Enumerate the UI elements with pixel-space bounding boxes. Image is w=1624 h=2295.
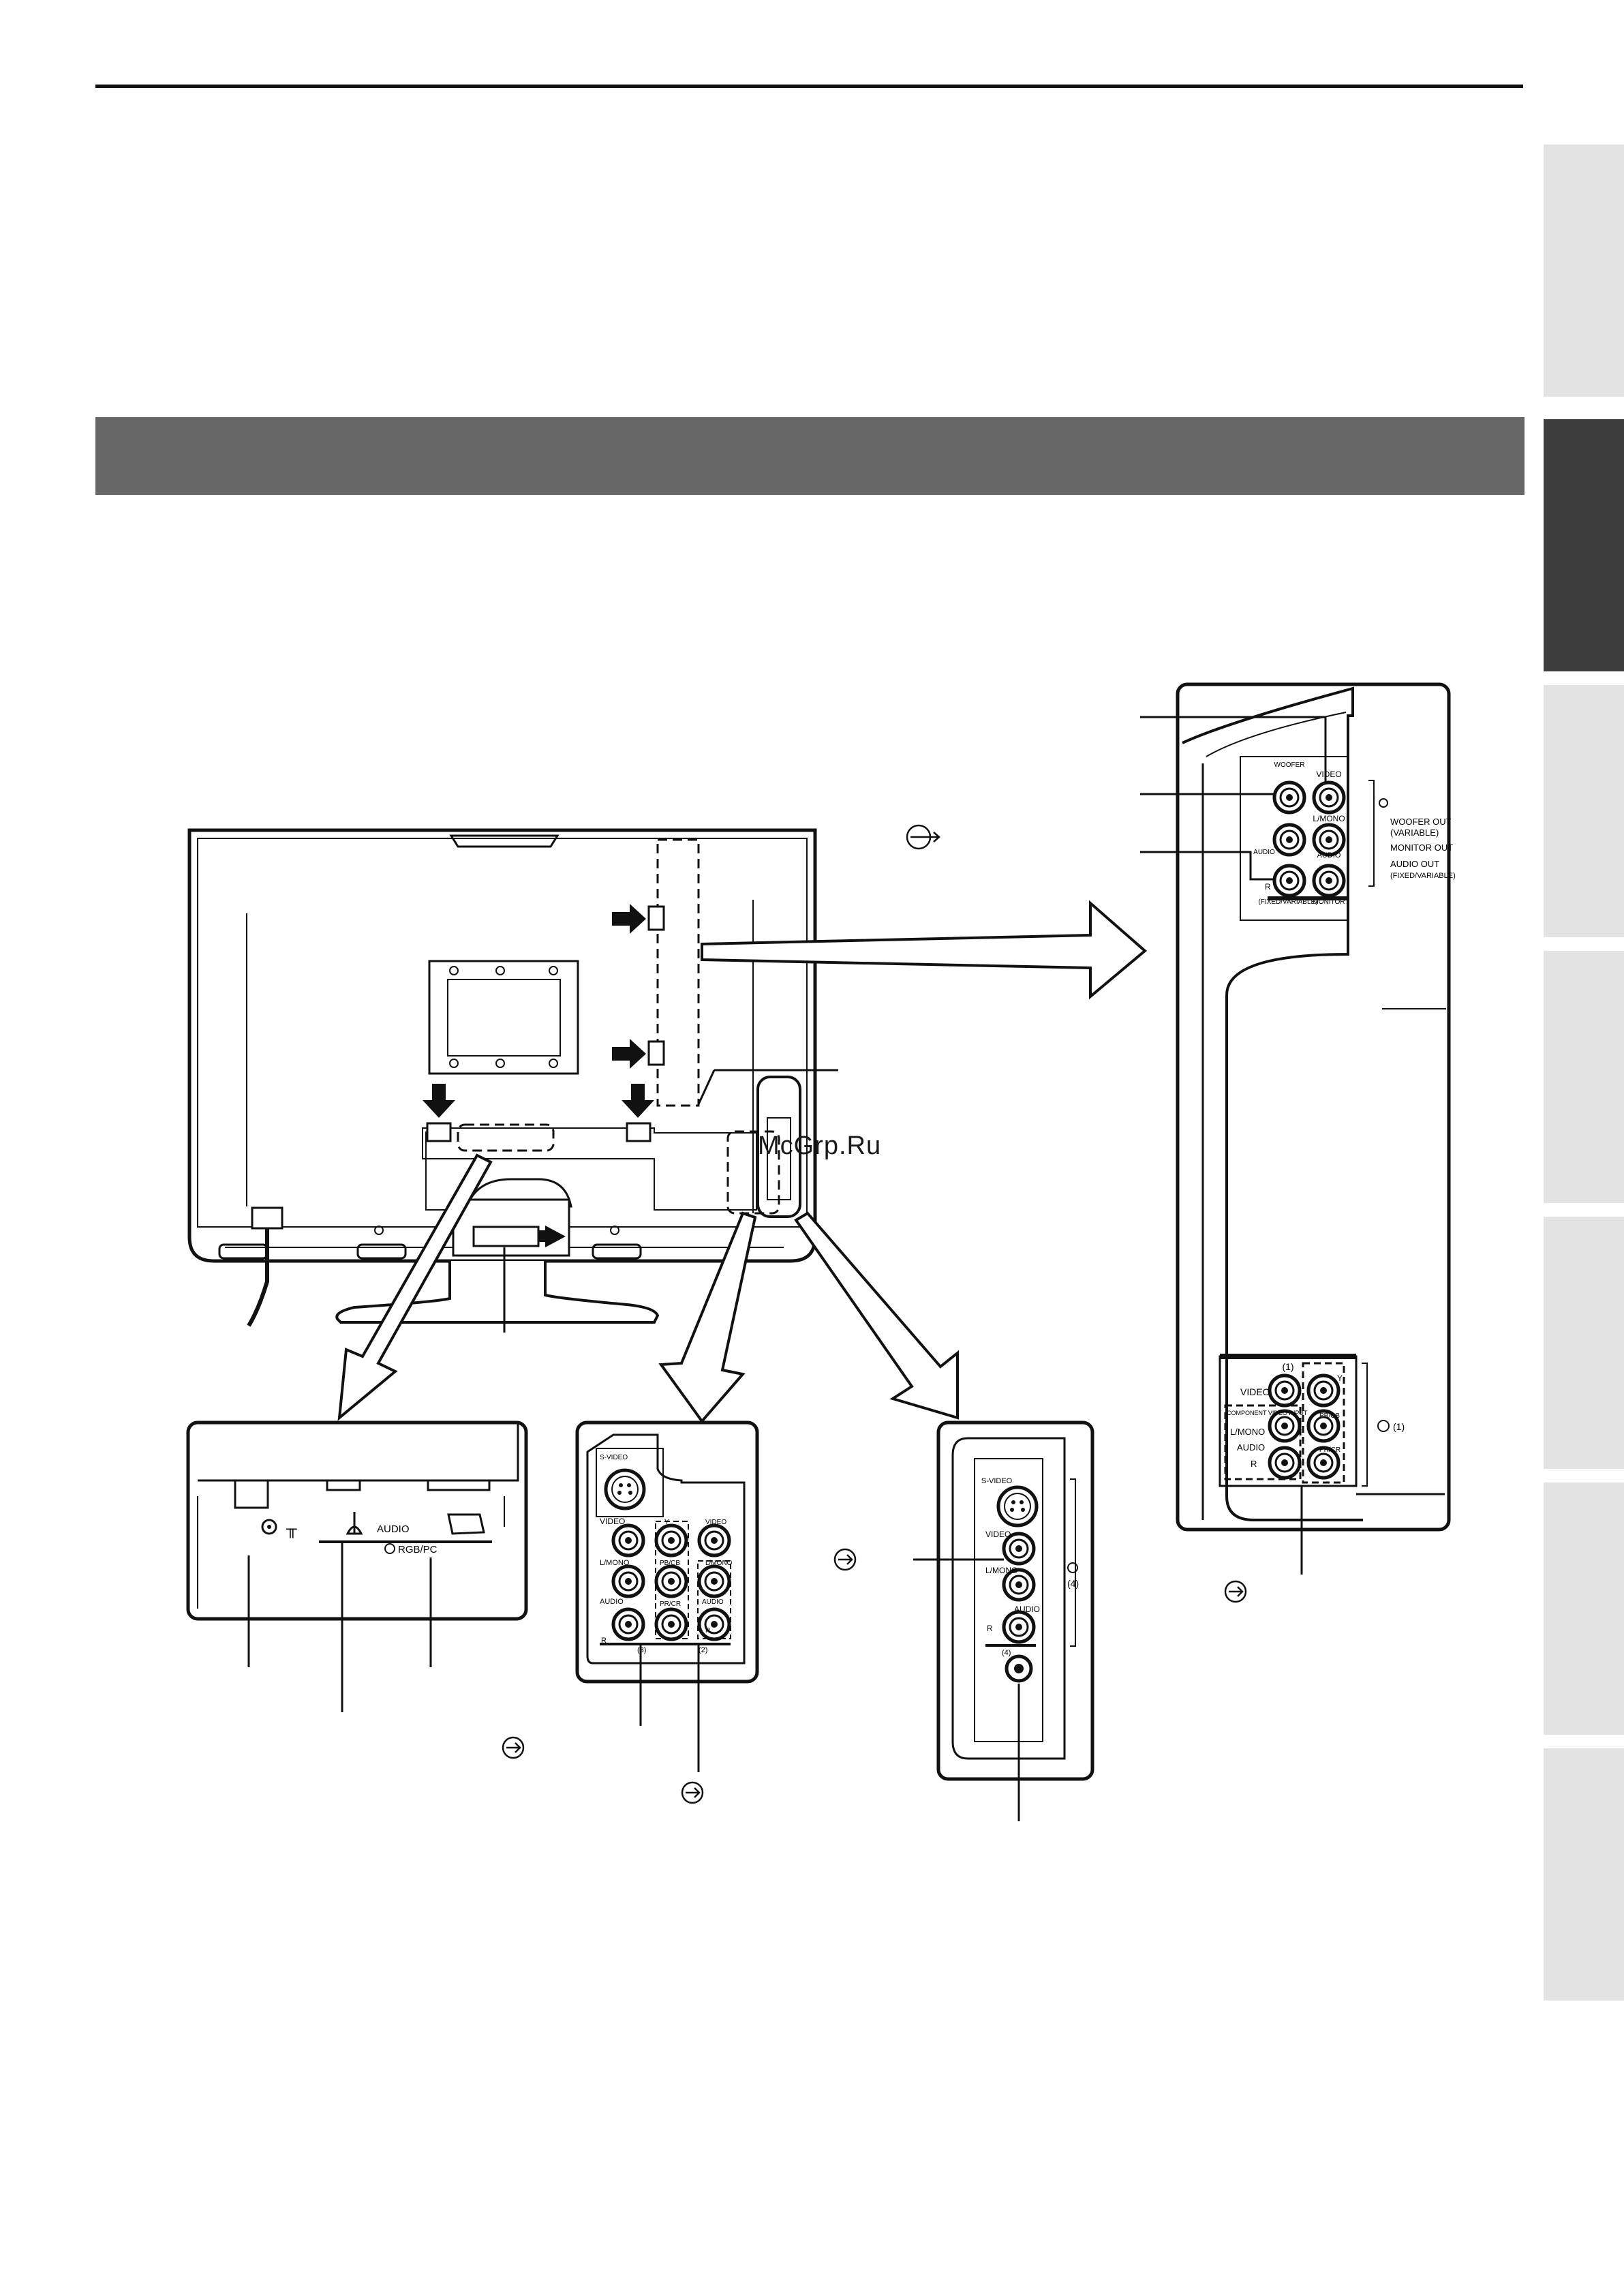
pc-audio-label: AUDIO (377, 1523, 410, 1535)
input1-audio-label: AUDIO (1237, 1442, 1265, 1453)
side-input4-bracket-label: (4) (1067, 1578, 1079, 1589)
input1-pb-label: PB/CB (1319, 1412, 1340, 1420)
input1-pr-label: PR/CR (1319, 1446, 1340, 1454)
top-rule (95, 85, 1523, 88)
section-tab-7[interactable] (1544, 1748, 1624, 2001)
callout-arrows-down (337, 1153, 959, 1424)
section-tab-6[interactable] (1544, 1483, 1624, 1735)
monitor-out-label: MONITOR OUT (1390, 842, 1453, 853)
callout-arrow-right (697, 900, 1148, 1105)
side-jack-panel: S-VIDEO VIDEO L/MONO AUDIO R (4) (4) (833, 1420, 1094, 1821)
section-header-bar (95, 417, 1525, 495)
center-input2-label: (2) (699, 1646, 707, 1654)
watermark: McGrp.Ru (758, 1131, 882, 1160)
tv-rear-view (187, 828, 817, 1327)
side-video-label: VIDEO (985, 1530, 1011, 1539)
section-tab-4[interactable] (1544, 951, 1624, 1203)
center-lmono-label: L/MONO (600, 1559, 630, 1567)
monitor-lmono-label: L/MONO (1313, 814, 1345, 823)
side-r-label: R (987, 1624, 993, 1633)
center-y-label: Y (664, 1519, 669, 1526)
monitor-label: MONITOR (1313, 898, 1345, 906)
input1-bracket-label: (1) (1393, 1421, 1405, 1432)
center-jack-panel: S-VIDEO VIDEO L/MONO AUDIO R Y VIDEO PB/… (575, 1420, 759, 1804)
section-tab-2[interactable] (1544, 419, 1624, 671)
input1-video-label: VIDEO (1240, 1386, 1270, 1397)
center-input3-label: (3) (637, 1646, 646, 1654)
rgb-pc-label: RGB/PC (398, 1544, 438, 1555)
center-r-label: R (601, 1637, 607, 1645)
center-pb-label: PB/CB (660, 1560, 680, 1567)
woofer-out-variable-label: (VARIABLE) (1390, 827, 1439, 838)
side-svideo-label: S-VIDEO (981, 1477, 1013, 1485)
side-lmono-label: L/MONO (985, 1566, 1017, 1575)
center-lmono2-label: L/MONO (705, 1560, 733, 1567)
section-tab-3[interactable] (1544, 685, 1624, 937)
side-input4-label: (4) (1002, 1649, 1011, 1657)
audio-out-fixed-label: (FIXED/VARIABLE) (1390, 872, 1456, 880)
component-video-input-label: COMPONENT VIDEO INPUT (1227, 1410, 1308, 1416)
woofer-label: WOOFER (1274, 761, 1305, 769)
center-audio-label: AUDIO (600, 1598, 624, 1606)
center-video-label: VIDEO (600, 1517, 625, 1526)
section-tab-1[interactable] (1544, 145, 1624, 397)
audio-r-label: R (1265, 882, 1271, 892)
leader-lines-right (906, 716, 1327, 1603)
center-audio2-label: AUDIO (702, 1598, 724, 1606)
input1-r-label: R (1251, 1459, 1257, 1469)
section-tab-5[interactable] (1544, 1217, 1624, 1469)
input1-lmono-label: L/MONO (1230, 1427, 1265, 1437)
input1-y-label: Y (1337, 1373, 1343, 1383)
monitor-audio-label: AUDIO (1317, 851, 1341, 860)
input1-header: (1) (1282, 1361, 1293, 1372)
audio-out-label: AUDIO (1253, 849, 1275, 856)
center-video2-label: VIDEO (705, 1519, 726, 1526)
bottom-terminal-panel: ╥ AUDIO RGB/PC (186, 1420, 528, 1759)
center-pr-label: PR/CR (660, 1600, 681, 1608)
center-svideo-label: S-VIDEO (600, 1454, 628, 1461)
woofer-out-label: WOOFER OUT (1390, 817, 1452, 827)
side-audio-label: AUDIO (1014, 1605, 1040, 1614)
antenna-symbol: ╥ (286, 1520, 297, 1538)
rear-jack-panel: WOOFER VIDEO L/MONO AUDIO AUDIO R (FIXED… (1176, 682, 1456, 1532)
monitor-video-label: VIDEO (1316, 770, 1341, 779)
center-r2-label: R (705, 1627, 710, 1635)
audio-out-label-right: AUDIO OUT (1390, 859, 1439, 869)
fixed-variable-label: (FIXED/VARIABLE) (1258, 898, 1317, 906)
